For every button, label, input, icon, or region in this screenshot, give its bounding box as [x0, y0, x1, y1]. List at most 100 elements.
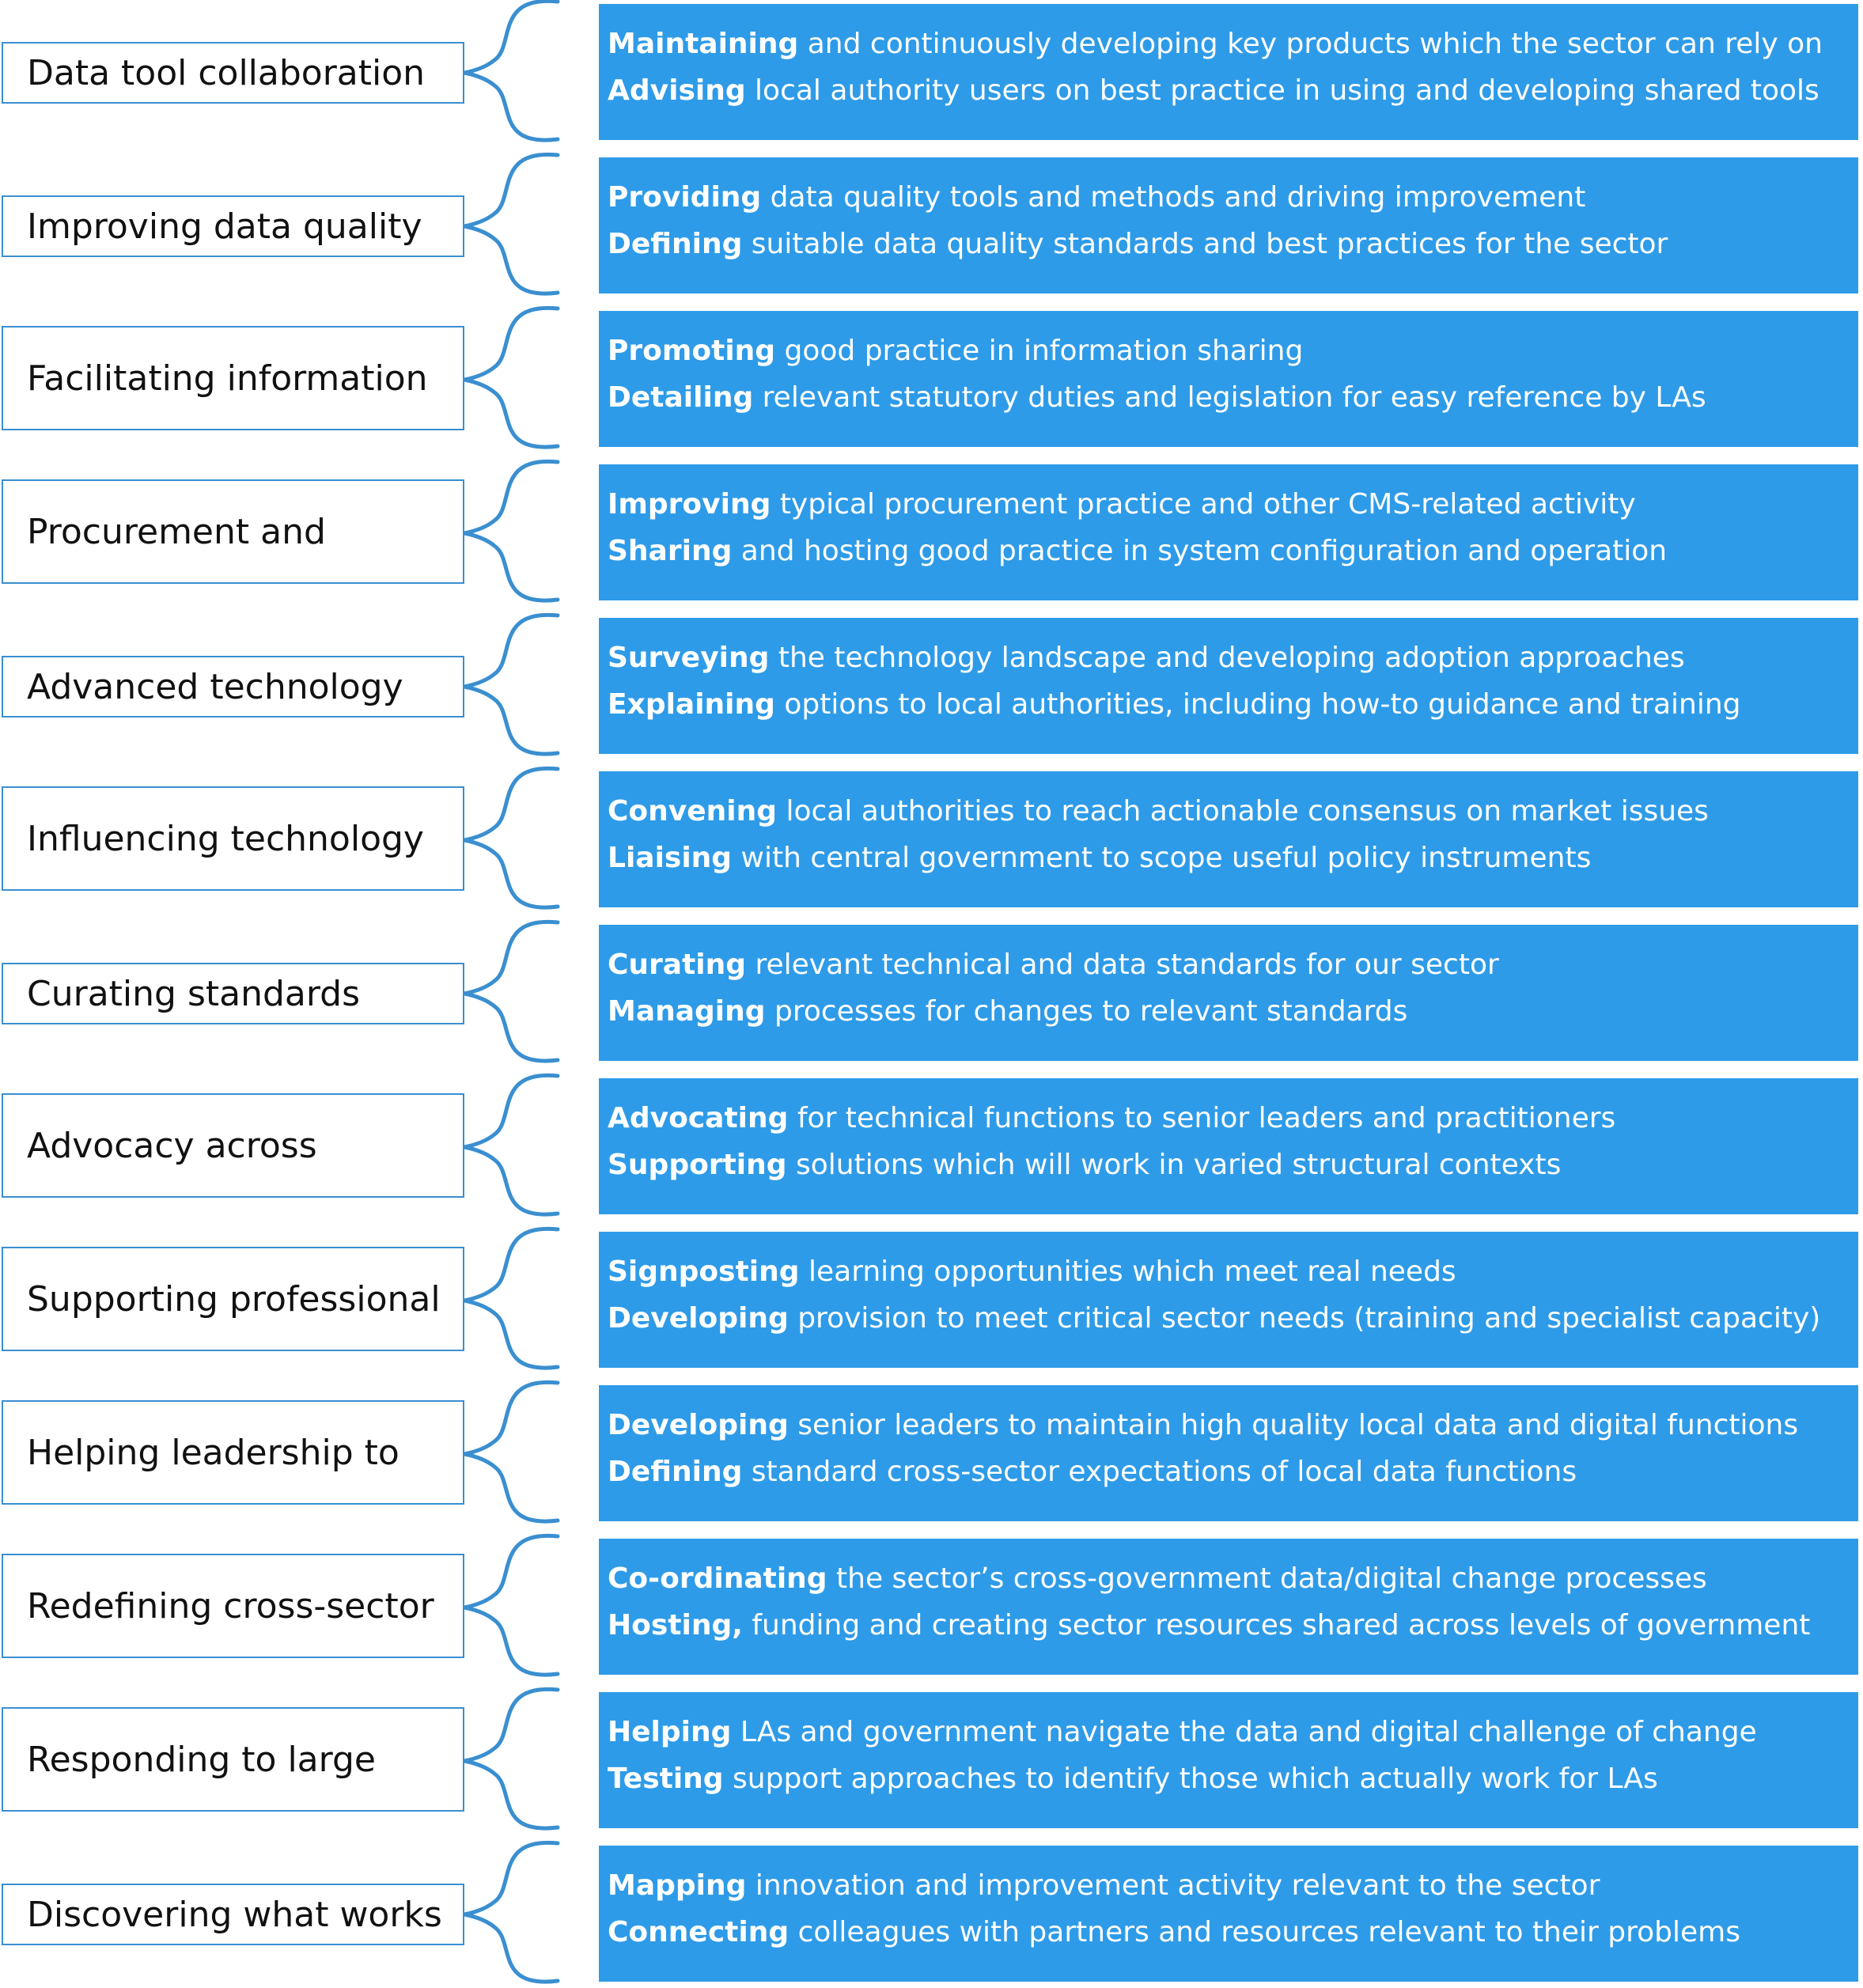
description-line: Developing senior leaders to maintain hi…: [608, 1402, 1858, 1448]
description-text: for technical functions to senior leader…: [788, 1102, 1616, 1134]
action-verb: Connecting: [608, 1916, 790, 1948]
capability-label: Advanced technology: [2, 656, 464, 718]
capability-description-box: Mapping innovation and improvement activ…: [599, 1846, 1858, 1982]
description-line: Co-ordinating the sector’s cross-governm…: [608, 1555, 1858, 1602]
description-line: Maintaining and continuously developing …: [608, 21, 1858, 67]
curly-brace-connector: [464, 1226, 560, 1370]
capability-row: Influencing technology Convening local au…: [0, 766, 1863, 910]
description-line: Sharing and hosting good practice in sys…: [608, 528, 1858, 574]
capability-row: Facilitating information Promoting good p…: [0, 305, 1863, 449]
capability-row: Helping leadership to Developing senior l…: [0, 1380, 1863, 1524]
description-text: good practice in information sharing: [775, 335, 1304, 367]
capability-label: Supporting professional: [2, 1247, 464, 1351]
capability-description-box: Co-ordinating the sector’s cross-governm…: [599, 1539, 1858, 1675]
description-text: learning opportunities which meet real n…: [799, 1255, 1456, 1288]
description-text: innovation and improvement activity rele…: [746, 1869, 1600, 1902]
action-verb: Signposting: [608, 1255, 800, 1288]
action-verb: Detailing: [608, 381, 754, 414]
action-verb: Developing: [608, 1302, 789, 1335]
capability-label: Discovering what works: [2, 1884, 464, 1945]
description-text: with central government to scope useful …: [732, 842, 1592, 874]
capability-description-box: Curating relevant technical and data sta…: [599, 925, 1858, 1061]
description-line: Liaising with central government to scop…: [608, 835, 1858, 881]
action-verb: Mapping: [608, 1869, 747, 1902]
capability-label: Improving data quality: [2, 195, 464, 257]
action-verb: Maintaining: [608, 28, 799, 60]
curly-brace-connector: [464, 305, 560, 449]
action-verb: Advocating: [608, 1102, 789, 1134]
capability-description-box: Helping LAs and government navigate the …: [599, 1692, 1858, 1828]
capability-label: Redefining cross-sector: [2, 1554, 464, 1658]
capability-label: Curating standards: [2, 963, 464, 1024]
description-text: and hosting good practice in system conf…: [732, 535, 1668, 567]
description-text: and continuously developing key products…: [798, 28, 1823, 60]
capability-description-box: Convening local authorities to reach act…: [599, 771, 1858, 907]
description-text: options to local authorities, including …: [774, 688, 1741, 721]
capability-label: Responding to large: [2, 1707, 464, 1812]
action-verb: Developing: [608, 1409, 789, 1441]
curly-brace-connector: [464, 1840, 560, 1984]
curly-brace-connector: [464, 919, 560, 1063]
curly-brace-connector: [464, 1533, 560, 1677]
capability-row: Discovering what works Mapping innovation…: [0, 1840, 1863, 1984]
action-verb: Curating: [608, 949, 747, 981]
description-line: Detailing relevant statutory duties and …: [608, 374, 1858, 421]
capability-description-box: Improving typical procurement practice a…: [599, 464, 1858, 600]
description-text: relevant technical and data standards fo…: [746, 949, 1499, 981]
description-line: Promoting good practice in information s…: [608, 328, 1858, 374]
capability-label: Procurement and: [2, 479, 464, 584]
curly-brace-connector: [464, 0, 560, 142]
description-line: Hosting, funding and creating sector res…: [608, 1602, 1858, 1649]
action-verb: Providing: [608, 181, 762, 214]
action-verb: Supporting: [608, 1149, 787, 1181]
action-verb: Managing: [608, 995, 766, 1028]
capability-row: Curating standards Curating relevant tech…: [0, 919, 1863, 1063]
description-text: typical procurement practice and other C…: [771, 488, 1636, 521]
action-verb: Testing: [608, 1763, 724, 1795]
description-text: senior leaders to maintain high quality …: [788, 1409, 1799, 1441]
description-line: Advocating for technical functions to se…: [608, 1095, 1858, 1142]
description-line: Supporting solutions which will work in …: [608, 1142, 1858, 1188]
description-text: local authorities to reach actionable co…: [777, 795, 1709, 827]
description-line: Convening local authorities to reach act…: [608, 788, 1858, 835]
description-line: Helping LAs and government navigate the …: [608, 1709, 1858, 1755]
description-text: funding and creating sector resources sh…: [742, 1609, 1811, 1642]
capability-description-box: Signposting learning opportunities which…: [599, 1232, 1858, 1368]
description-line: Managing processes for changes to releva…: [608, 988, 1858, 1035]
action-verb: Co-ordinating: [608, 1562, 827, 1595]
action-verb: Promoting: [608, 335, 776, 367]
action-verb: Hosting,: [608, 1609, 743, 1642]
capability-description-box: Developing senior leaders to maintain hi…: [599, 1385, 1858, 1521]
description-line: Defining standard cross-sector expectati…: [608, 1448, 1858, 1495]
capability-label: Helping leadership to: [2, 1400, 464, 1505]
capability-description-box: Surveying the technology landscape and d…: [599, 618, 1858, 754]
description-text: solutions which will work in varied stru…: [786, 1149, 1562, 1181]
action-verb: Defining: [608, 1456, 743, 1488]
action-verb: Surveying: [608, 642, 770, 674]
description-text: provision to meet critical sector needs …: [788, 1302, 1821, 1335]
action-verb: Advising: [608, 74, 746, 107]
description-text: LAs and government navigate the data and…: [731, 1716, 1757, 1748]
capability-row: Advanced technology Surveying the technol…: [0, 612, 1863, 756]
capability-description-box: Promoting good practice in information s…: [599, 311, 1858, 447]
curly-brace-connector: [464, 612, 560, 756]
description-text: the sector’s cross-government data/digit…: [827, 1562, 1707, 1595]
capability-label: Influencing technology: [2, 786, 464, 891]
description-line: Curating relevant technical and data sta…: [608, 941, 1858, 988]
description-line: Mapping innovation and improvement activ…: [608, 1862, 1858, 1909]
curly-brace-connector: [464, 1380, 560, 1524]
description-text: suitable data quality standards and best…: [742, 228, 1668, 260]
capability-label: Facilitating information: [2, 326, 464, 430]
action-verb: Helping: [608, 1716, 732, 1748]
action-verb: Liaising: [608, 842, 733, 874]
description-text: processes for changes to relevant standa…: [765, 995, 1408, 1028]
description-line: Developing provision to meet critical se…: [608, 1295, 1858, 1342]
action-verb: Defining: [608, 228, 743, 260]
description-line: Surveying the technology landscape and d…: [608, 634, 1858, 681]
capability-row: Redefining cross-sector Co-ordinating the…: [0, 1533, 1863, 1677]
description-text: colleagues with partners and resources r…: [789, 1916, 1740, 1948]
action-verb: Sharing: [608, 535, 733, 567]
curly-brace-connector: [464, 1073, 560, 1217]
